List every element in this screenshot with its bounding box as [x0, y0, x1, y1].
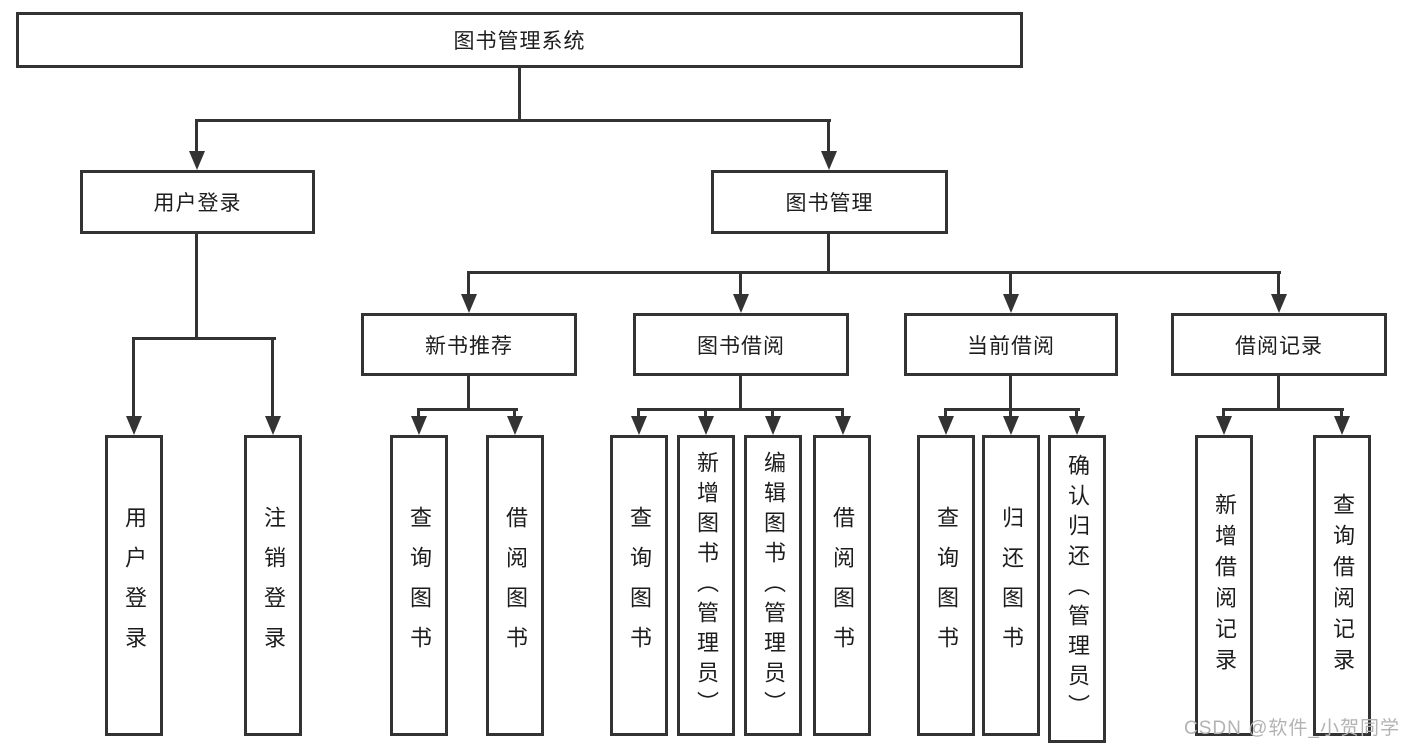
arrowhead-icon [698, 416, 714, 435]
connector-stem [195, 119, 198, 154]
connector-stem [1277, 271, 1280, 297]
leaf-add-books-admin: 新增图书（管理员） [677, 435, 735, 736]
arrowhead-icon [1216, 416, 1232, 435]
connector-stem [195, 232, 198, 337]
connector-stem [513, 408, 516, 419]
connector-root-stem [518, 66, 521, 119]
connector-stem [467, 374, 470, 408]
leaf-borrow-books-2: 借阅图书 [813, 435, 871, 736]
connector-stem [739, 271, 742, 297]
leaf-query-books-3: 查询图书 [917, 435, 975, 736]
leaf-label: 查询图书 [627, 505, 652, 666]
leaf-confirm-return-admin: 确认归还（管理员） [1048, 435, 1106, 743]
leaf-label: 查询图书 [934, 505, 959, 666]
connector-stem [1340, 408, 1343, 419]
connector-stem [1277, 374, 1280, 408]
arrowhead-icon [733, 294, 749, 313]
connector-stem [704, 408, 707, 419]
node-current-borrow: 当前借阅 [904, 313, 1118, 376]
arrowhead-icon [938, 416, 954, 435]
leaf-return-books: 归还图书 [982, 435, 1040, 736]
connector-splitter [417, 408, 518, 411]
arrowhead-icon [461, 294, 477, 313]
node-book-management: 图书管理 [711, 170, 948, 234]
node-borrow-records: 借阅记录 [1171, 313, 1387, 376]
arrowhead-icon [1003, 294, 1019, 313]
arrowhead-icon [835, 416, 851, 435]
leaf-label: 查询借阅记录 [1330, 492, 1355, 679]
leaf-query-books-2: 查询图书 [610, 435, 668, 736]
connector-stem [1222, 408, 1225, 419]
arrowhead-icon [765, 416, 781, 435]
connector-stem [1075, 408, 1078, 419]
node-root-label: 图书管理系统 [453, 30, 586, 53]
connector-splitter [944, 408, 1080, 411]
arrowhead-icon [189, 151, 205, 170]
leaf-label: 借阅图书 [830, 505, 855, 666]
arrowhead-icon [1003, 416, 1019, 435]
node-new-book-recommend-label: 新书推荐 [425, 334, 513, 358]
node-book-borrow-label: 图书借阅 [697, 334, 785, 358]
leaf-label: 编辑图书（管理员） [761, 450, 786, 721]
connector-stem [739, 374, 742, 408]
node-new-book-recommend: 新书推荐 [361, 313, 577, 376]
node-book-management-label: 图书管理 [785, 192, 874, 215]
connector-stem [467, 271, 470, 297]
connector-stem [1009, 374, 1012, 408]
leaf-query-borrow-record: 查询借阅记录 [1313, 435, 1371, 736]
connector-stem [132, 337, 135, 419]
node-user-login: 用户登录 [80, 170, 315, 234]
connector-splitter [1222, 408, 1344, 411]
connector-splitter [132, 337, 276, 340]
arrowhead-icon [507, 416, 523, 435]
arrowhead-icon [631, 416, 647, 435]
arrowhead-icon [1334, 416, 1350, 435]
connector-stem [944, 408, 947, 419]
arrowhead-icon [265, 416, 281, 435]
connector-splitter [467, 271, 1281, 274]
arrowhead-icon [126, 416, 142, 435]
leaf-label: 查询图书 [407, 505, 432, 666]
node-user-login-label: 用户登录 [153, 192, 242, 215]
leaf-add-borrow-record: 新增借阅记录 [1195, 435, 1253, 736]
leaf-borrow-books-1: 借阅图书 [486, 435, 544, 736]
connector-stem [841, 408, 844, 419]
connector-stem [637, 408, 640, 419]
leaf-label: 确认归还（管理员） [1065, 454, 1090, 724]
arrowhead-icon [821, 151, 837, 170]
leaf-label: 归还图书 [999, 505, 1024, 666]
connector-stem [417, 408, 420, 419]
connector-stem [1009, 271, 1012, 297]
leaf-label: 新增图书（管理员） [694, 450, 719, 721]
node-current-borrow-label: 当前借阅 [967, 334, 1055, 358]
connector-splitter [637, 408, 844, 411]
connector-root-splitter [195, 119, 831, 122]
leaf-query-books-1: 查询图书 [390, 435, 448, 736]
leaf-label: 注销登录 [261, 505, 286, 666]
node-book-borrow: 图书借阅 [633, 313, 849, 376]
connector-stem [771, 408, 774, 419]
arrowhead-icon [1069, 416, 1085, 435]
leaf-label: 新增借阅记录 [1212, 492, 1237, 679]
connector-stem [827, 232, 830, 271]
leaf-logout: 注销登录 [244, 435, 302, 736]
leaf-label: 用户登录 [122, 505, 147, 666]
watermark-text: CSDN @软件_小贺同学 [1184, 718, 1400, 739]
node-borrow-records-label: 借阅记录 [1235, 334, 1323, 358]
arrowhead-icon [1271, 294, 1287, 313]
arrowhead-icon [411, 416, 427, 435]
node-root: 图书管理系统 [16, 12, 1023, 68]
connector-stem [271, 337, 274, 419]
leaf-edit-books-admin: 编辑图书（管理员） [744, 435, 802, 736]
connector-stem [827, 119, 830, 154]
leaf-label: 借阅图书 [503, 505, 528, 666]
leaf-user-login: 用户登录 [105, 435, 163, 736]
connector-stem [1009, 408, 1012, 419]
